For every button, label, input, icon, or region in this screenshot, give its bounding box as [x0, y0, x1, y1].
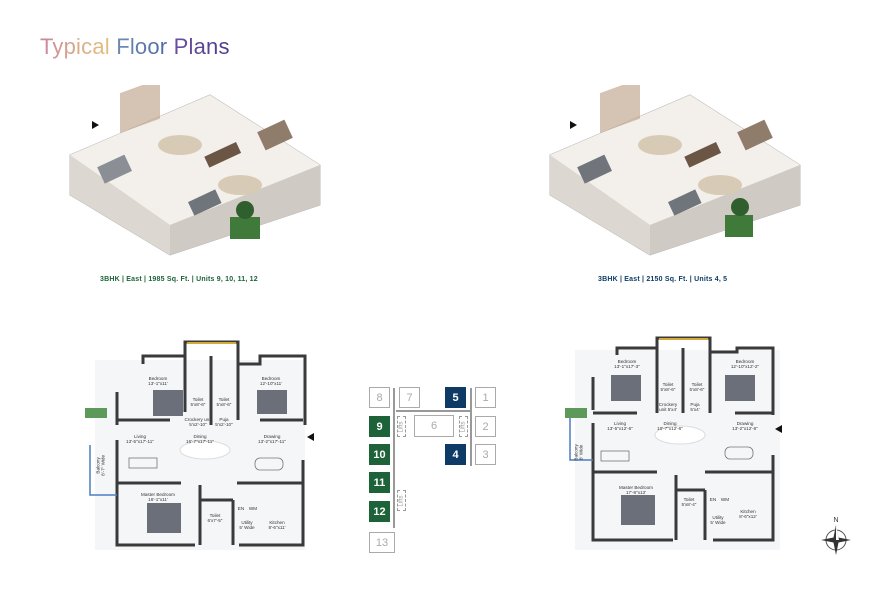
planter: [85, 408, 107, 418]
page-title: Typical Floor Plans: [40, 34, 230, 60]
bed: [153, 390, 183, 416]
unit-7[interactable]: 7: [399, 387, 420, 408]
plan-walls: [85, 340, 307, 550]
entry-arrow-icon: [570, 121, 577, 129]
lifts: Lifts: [397, 416, 406, 437]
title-word: Typical: [40, 34, 110, 59]
unit-4[interactable]: 4: [445, 444, 466, 465]
unit-6[interactable]: 6: [414, 415, 454, 437]
3d-render-right: [549, 85, 801, 256]
entry-arrow-icon: [775, 425, 782, 433]
bed: [621, 495, 655, 525]
lifts-label: Lifts: [398, 494, 405, 507]
bed: [611, 375, 641, 401]
lifts-label: Lifts: [398, 420, 405, 433]
unit-3[interactable]: 3: [475, 444, 496, 465]
lifts: Lifts: [459, 416, 468, 437]
lifts: Lifts: [397, 490, 406, 511]
title-word: Plans: [173, 34, 230, 59]
unit-13[interactable]: 13: [369, 532, 395, 553]
key-plan: 8 7 5 1 9 Lifts 6 Lifts 2 10 4 3 11 Lift…: [360, 380, 510, 560]
bed: [257, 390, 287, 414]
lifts-label: Lifts: [460, 420, 467, 433]
unit-11[interactable]: 11: [369, 472, 390, 493]
3d-render-left: [69, 85, 321, 256]
unit-2[interactable]: 2: [475, 416, 496, 437]
unit-10[interactable]: 10: [369, 444, 390, 465]
room-label: EN: [237, 506, 245, 511]
bed: [147, 503, 181, 533]
room-label: WM: [248, 506, 258, 511]
plan-walls: [565, 336, 780, 550]
unit-8[interactable]: 8: [369, 387, 390, 408]
svg-text:N: N: [833, 517, 838, 524]
unit-1[interactable]: 1: [475, 387, 496, 408]
plan-caption-left: 3BHK | East | 1985 Sq. Ft. | Units 9, 10…: [100, 276, 258, 283]
unit-9[interactable]: 9: [369, 416, 390, 437]
bed: [725, 375, 755, 401]
room-label: WM: [720, 497, 730, 502]
planter: [565, 408, 587, 418]
compass-icon: N: [821, 517, 851, 555]
entry-arrow-icon: [92, 121, 99, 129]
plan-caption-right: 3BHK | East | 2150 Sq. Ft. | Units 4, 5: [598, 276, 728, 283]
unit-5[interactable]: 5: [445, 387, 466, 408]
entry-arrow-icon: [307, 433, 314, 441]
unit-12[interactable]: 12: [369, 501, 390, 522]
room-label: EN: [709, 497, 717, 502]
title-word: Floor: [116, 34, 168, 59]
